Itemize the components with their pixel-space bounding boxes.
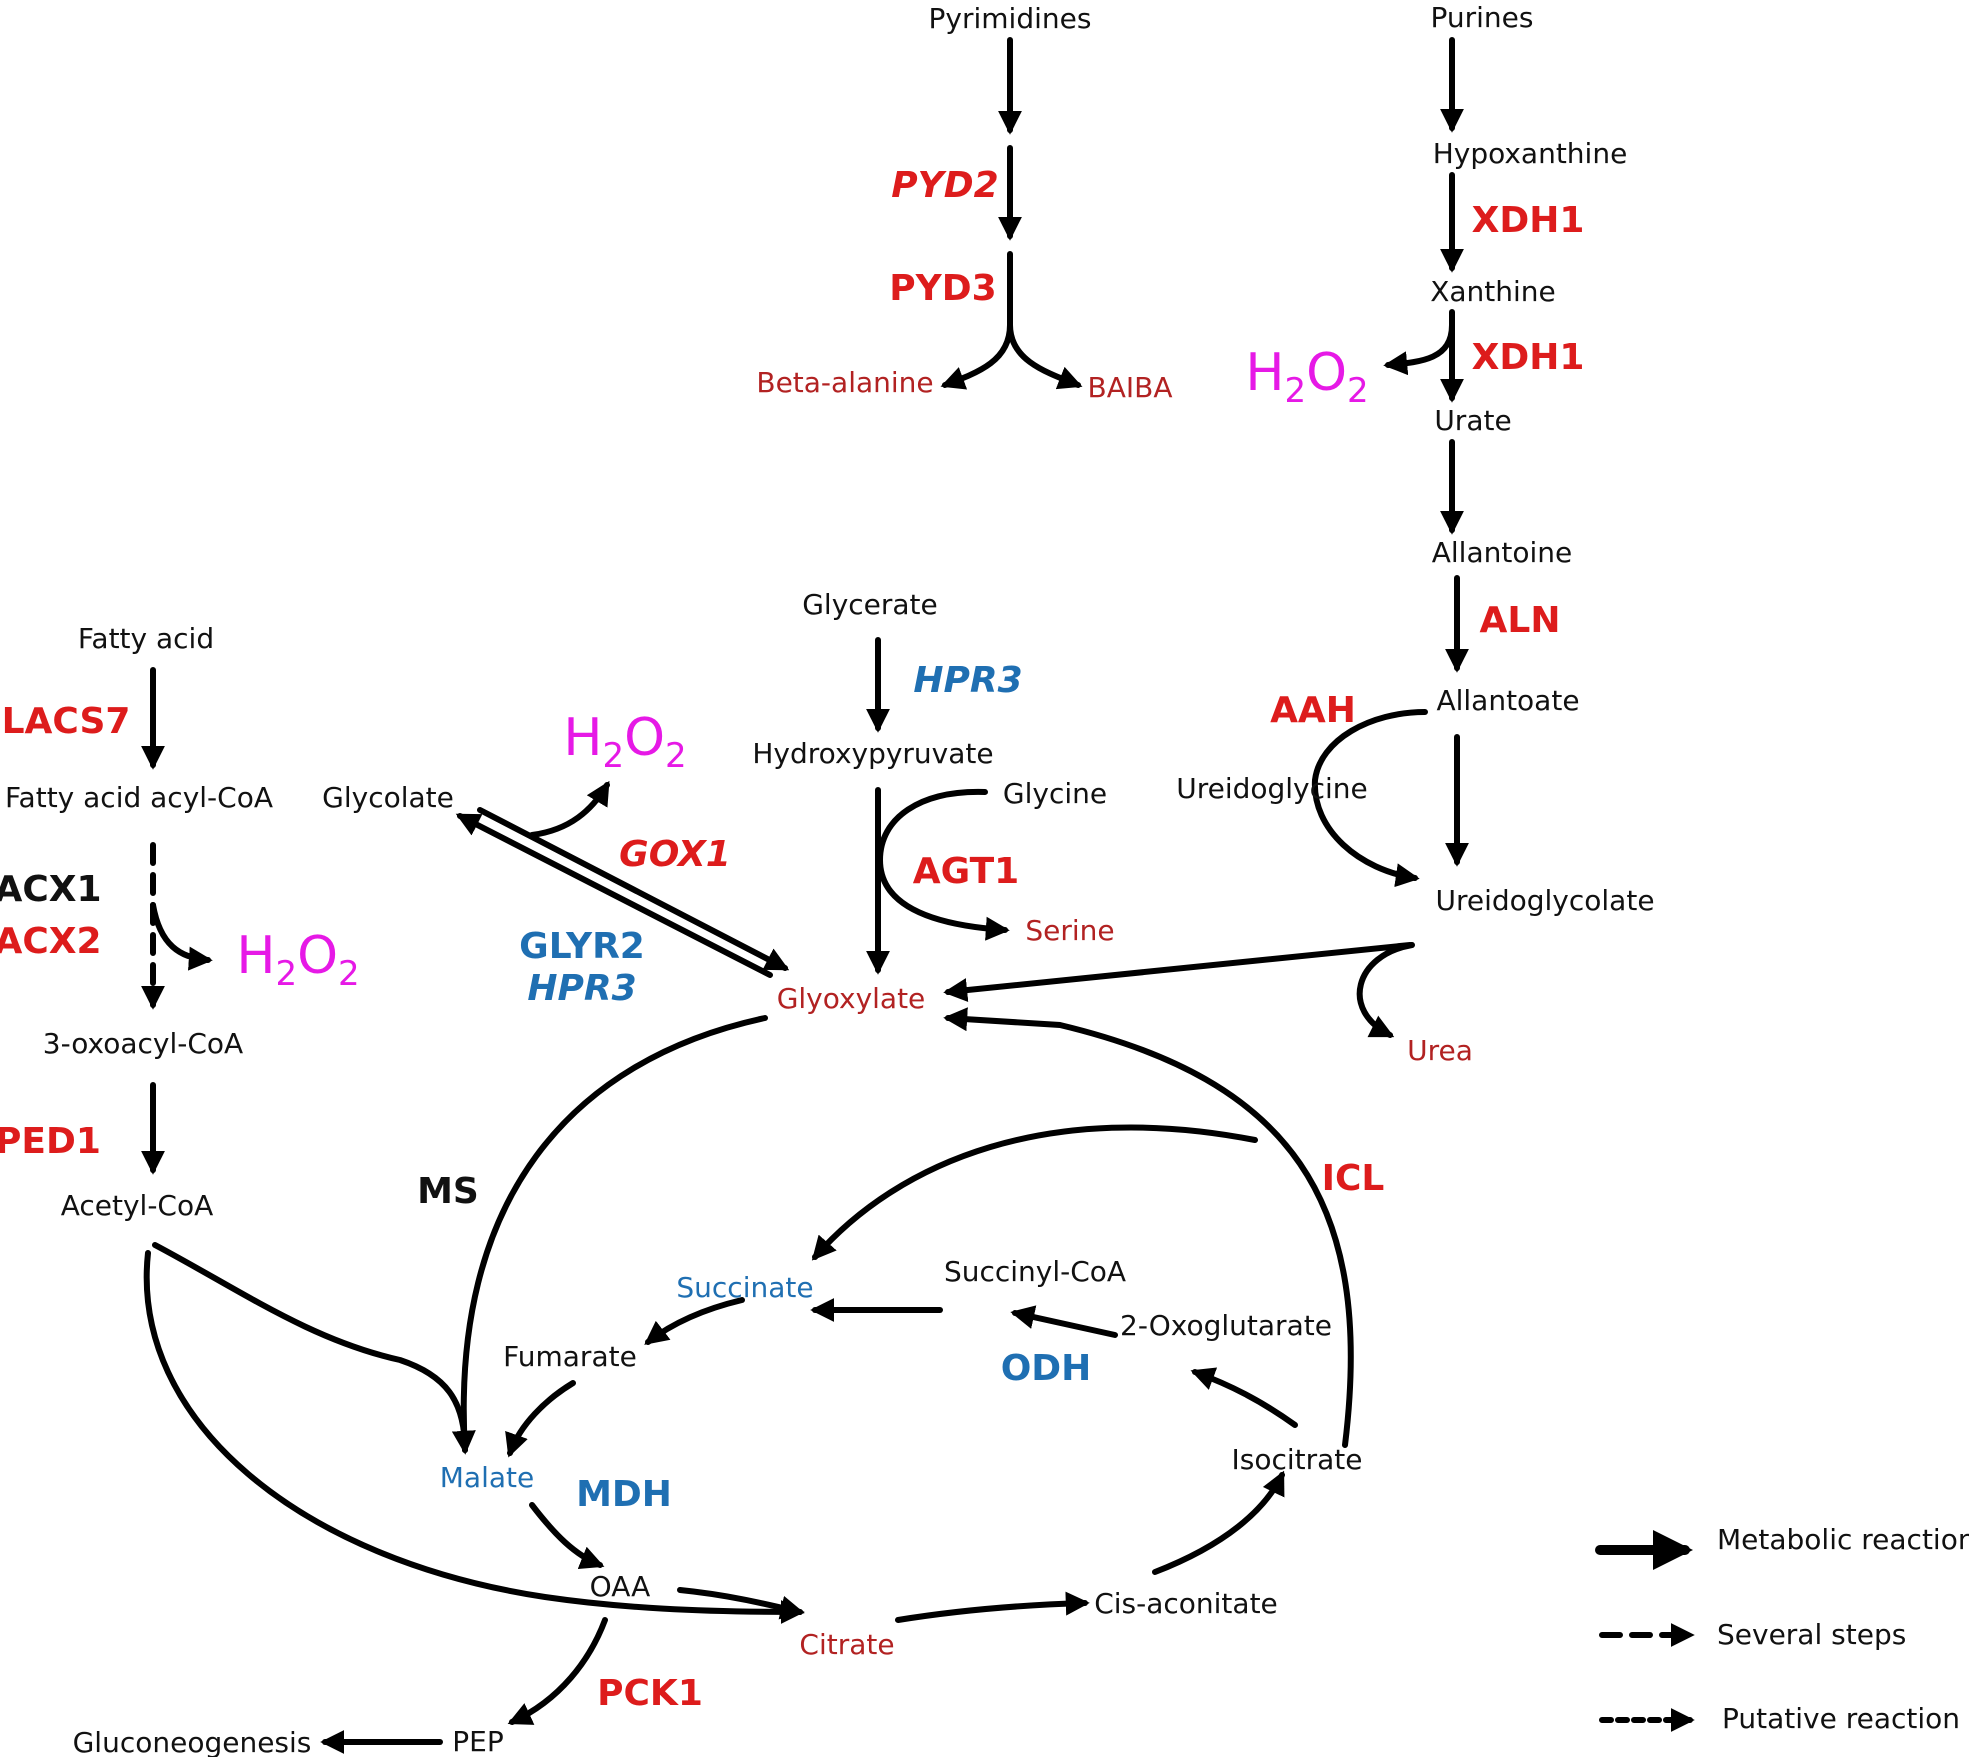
metabolite-malate: Malate — [440, 1461, 534, 1494]
peroxide-labels: H2O2 H2O2 H2O2 — [236, 343, 1368, 994]
metabolite-glycolate: Glycolate — [322, 781, 454, 814]
h2o2-acyl-coa-oxidation: H2O2 — [236, 926, 359, 994]
enzyme-ms: MS — [417, 1171, 479, 1212]
h2o2-xanthine-oxidation: H2O2 — [1245, 343, 1368, 411]
arrow-cis-aconitate-to-isocitrate — [1152, 1470, 1285, 1575]
arrow-oaa-to-citrate — [677, 1587, 805, 1620]
arrow-to-urea — [1356, 942, 1415, 1038]
metabolite-pyrimidines: Pyrimidines — [929, 2, 1092, 35]
arrow-malate-to-oaa — [529, 1502, 605, 1570]
metabolite-gluconeogenesis: Gluconeogenesis — [73, 1726, 312, 1757]
metabolite-urea: Urea — [1407, 1034, 1473, 1067]
arrow-glyoxylate-to-glycolate — [455, 813, 773, 978]
arrow-acetyl-coa-to-malate — [152, 1242, 468, 1453]
arrow-gox1-h2o2 — [529, 780, 610, 838]
enzyme-acx2: ACX2 — [0, 921, 102, 962]
metabolite-isocitrate: Isocitrate — [1231, 1443, 1362, 1476]
metabolite-fatty-acid: Fatty acid — [78, 622, 214, 655]
arrow-fumarate-to-malate — [505, 1380, 576, 1458]
enzyme-labels: PYD2 PYD3 XDH1 XDH1 ALN AAH HPR3 AGT1 GO… — [0, 165, 1584, 1714]
arrow-acx-h2o2 — [150, 902, 213, 971]
enzyme-pck1: PCK1 — [597, 1673, 703, 1714]
arrow-citrate-to-cis-aconitate — [895, 1591, 1090, 1623]
arrow-icl-to-succinate — [811, 1124, 1258, 1261]
enzyme-acx1: ACX1 — [0, 869, 102, 910]
metabolite-allantoate: Allantoate — [1436, 684, 1579, 717]
metabolite-hydroxypyruvate: Hydroxypyruvate — [752, 737, 993, 770]
metabolite-baiba: BAIBA — [1088, 371, 1173, 404]
legend-putative-reaction: Putative reaction — [1722, 1702, 1960, 1735]
enzyme-lacs7: LACS7 — [2, 701, 131, 742]
enzyme-mdh: MDH — [576, 1474, 672, 1515]
arrow-glycine-serine-loop — [876, 788, 1010, 941]
arrow-xdh1-h2o2 — [1383, 322, 1455, 376]
metabolite-fumarate: Fumarate — [503, 1340, 637, 1373]
metabolite-pep: PEP — [452, 1725, 503, 1757]
legend-metabolic-reaction: Metabolic reaction — [1717, 1523, 1969, 1556]
metabolite-glycerate: Glycerate — [802, 588, 938, 621]
legend: Metabolic reaction Several steps Putativ… — [1595, 1523, 1969, 1735]
enzyme-glyr2: GLYR2 — [519, 926, 645, 967]
metabolite-oaa: OAA — [590, 1570, 651, 1603]
enzyme-hpr3-glyoxylate: HPR3 — [527, 968, 636, 1009]
arrow-ms-glyoxylate-to-malate — [451, 1015, 768, 1455]
metabolite-succinate: Succinate — [676, 1271, 813, 1304]
arrow-oxoglutarate-to-succinyl-coa — [1010, 1305, 1118, 1338]
enzyme-icl: ICL — [1322, 1158, 1385, 1199]
arrow-succinate-to-fumarate — [644, 1297, 745, 1345]
metabolite-2-oxoglutarate: 2-Oxoglutarate — [1120, 1309, 1332, 1342]
enzyme-aah: AAH — [1270, 690, 1356, 731]
metabolite-fatty-acid-acyl-coa: Fatty acid acyl-CoA — [5, 781, 273, 814]
metabolite-ureidoglycolate: Ureidoglycolate — [1435, 884, 1654, 917]
enzyme-agt1: AGT1 — [913, 851, 1019, 892]
arrow-oaa-to-pep — [507, 1617, 608, 1725]
enzyme-aln: ALN — [1480, 600, 1561, 641]
metabolite-citrate: Citrate — [799, 1628, 894, 1661]
reaction-arrows — [141, 37, 1469, 1754]
enzyme-pyd2: PYD2 — [891, 165, 998, 206]
metabolite-labels: Pyrimidines Beta-alanine BAIBA Purines H… — [5, 1, 1655, 1757]
arrow-isocitrate-to-oxoglutarate — [1190, 1367, 1298, 1428]
metabolite-succinyl-coa: Succinyl-CoA — [944, 1255, 1126, 1288]
metabolite-hypoxanthine: Hypoxanthine — [1433, 137, 1628, 170]
enzyme-ped1: PED1 — [0, 1121, 101, 1162]
metabolite-glyoxylate: Glyoxylate — [777, 982, 926, 1015]
enzyme-hpr3-glycerate: HPR3 — [913, 660, 1022, 701]
metabolite-beta-alanine: Beta-alanine — [756, 366, 933, 399]
legend-several-steps: Several steps — [1717, 1618, 1906, 1651]
metabolite-glycine: Glycine — [1003, 777, 1107, 810]
metabolite-3-oxoacyl-coa: 3-oxoacyl-CoA — [43, 1027, 243, 1060]
arrow-ureidoglycolate-to-glyoxylate — [943, 942, 1413, 1002]
metabolite-cis-aconitate: Cis-aconitate — [1094, 1587, 1278, 1620]
h2o2-glycolate-oxidation: H2O2 — [563, 708, 686, 776]
arrow-acetyl-coa-to-citrate — [143, 1250, 805, 1624]
arrow-icl-isocitrate-to-glyoxylate — [943, 1007, 1354, 1448]
metabolite-serine: Serine — [1025, 914, 1114, 947]
arrow-aah-loop — [1311, 709, 1428, 888]
metabolite-allantoine: Allantoine — [1432, 536, 1572, 569]
enzyme-gox1: GOX1 — [619, 834, 731, 875]
metabolite-ureidoglycine: Ureidoglycine — [1176, 772, 1368, 805]
enzyme-xdh1-xanthine: XDH1 — [1472, 337, 1585, 378]
metabolite-xanthine: Xanthine — [1430, 275, 1556, 308]
enzyme-pyd3: PYD3 — [889, 268, 996, 309]
metabolite-urate: Urate — [1434, 404, 1511, 437]
arrow-to-baiba — [1007, 322, 1083, 390]
arrow-to-beta-alanine — [940, 322, 1013, 390]
metabolite-purines: Purines — [1431, 1, 1534, 34]
metabolite-acetyl-coa: Acetyl-CoA — [61, 1189, 214, 1222]
enzyme-xdh1-hypoxanthine: XDH1 — [1472, 200, 1585, 241]
enzyme-odh: ODH — [1001, 1348, 1092, 1389]
